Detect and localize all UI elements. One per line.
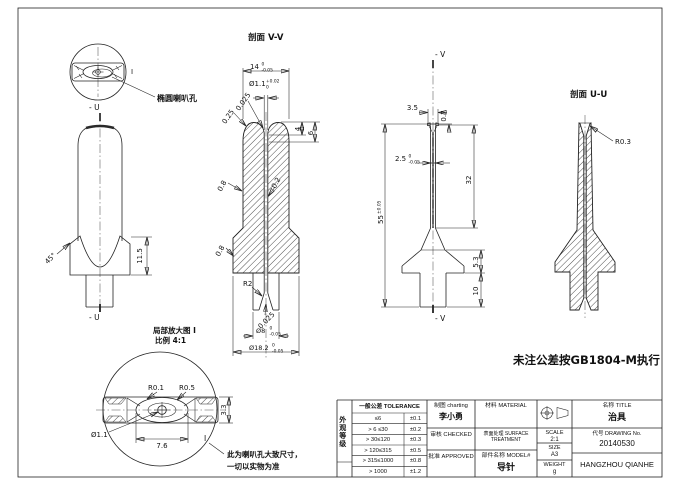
side-view: - V - V 3.5 0.7: [377, 50, 485, 323]
checked-label: 审核 CHECKED: [430, 432, 472, 438]
title-value: 治具: [607, 412, 626, 422]
size-label: SIZE: [548, 445, 561, 451]
dim-3-5: 3.5: [407, 104, 418, 112]
drawing-frame: [17, 7, 663, 478]
dim-2-5-tol-lo: -0.05: [409, 160, 421, 166]
dim-5-3: 5.3: [472, 256, 480, 267]
section-vv-title: 剖面 V-V: [248, 32, 284, 43]
company-name: HANGZHOU QIANHE: [580, 460, 654, 469]
dim-0-8-lower: 0.8: [214, 244, 226, 258]
oval-hole-callout: 椭圆喇叭孔: [157, 93, 197, 103]
general-tolerance-note: 未注公差按GB1804-M执行: [512, 353, 660, 367]
detail-view: 局部放大图 I 比例 4:1 R0.1 R0.5 3.3 Ø1.1 7.6: [91, 325, 302, 471]
tol-range-2: > 30≤120: [365, 437, 391, 443]
section-u-mark-top: - U: [89, 103, 100, 112]
dim-0-7: 0.7: [440, 110, 448, 121]
scale-label: SCALE: [545, 430, 564, 436]
dim-hole-tol-lo: 0: [266, 85, 269, 91]
detail-note-line1: 此为喇叭孔大致尺寸，: [227, 449, 302, 459]
model-value: 导针: [496, 462, 515, 472]
dim-0-8-upper: 0.8: [216, 179, 228, 193]
dim-d8: Ø8: [256, 327, 265, 335]
weight-value: g: [552, 469, 557, 475]
dim-hole-1-1-detail: Ø1.1: [91, 431, 108, 439]
section-u-u: 剖面 U-U R0.3: [554, 89, 631, 318]
detail-title: 局部放大图 I: [152, 325, 196, 335]
tol-range-0: ≤6: [374, 416, 382, 422]
dim-14: 14: [250, 63, 259, 71]
dim-d18-2-tol-hi: 0: [272, 343, 275, 349]
tol-range-3: > 120≤315: [364, 447, 392, 454]
tol-value-1: ±0.2: [409, 426, 422, 433]
dim-14-tol-lo: -0.05: [262, 68, 274, 74]
charting-label: 制图 charting: [434, 403, 468, 409]
front-view: - U - U 45° 11.5: [43, 103, 152, 322]
dim-0-025-top: 0.025: [234, 91, 252, 112]
surface-treatment-label: 表面处理 SURFACE TREATMENT: [483, 431, 529, 443]
dim-14-tol-hi: 0: [262, 62, 265, 68]
dim-6: 6: [307, 130, 315, 135]
dim-r0-5: R0.5: [179, 384, 195, 392]
dim-7-6: 7.6: [156, 442, 168, 450]
tol-range-1: > 6 ≤30: [368, 426, 388, 433]
tol-value-2: ±0.3: [409, 437, 422, 443]
tol-value-0: ±0.1: [409, 416, 422, 422]
title-label: 名称 TITLE: [602, 403, 632, 409]
dim-d8-tol-hi: 0: [270, 326, 273, 332]
dim-11-5: 11.5: [136, 248, 144, 264]
detail-region-label: I: [131, 68, 133, 76]
dim-r2: R2: [243, 280, 252, 288]
dim-r0-1: R0.1: [148, 384, 164, 392]
dim-2-5-tol-hi: 0: [409, 154, 412, 160]
top-view: I 椭圆喇叭孔: [69, 43, 197, 103]
tol-value-4: ±0.8: [409, 458, 422, 464]
material-label: 材料 MATERIAL: [485, 403, 527, 409]
surface-grade-label: 外观等级: [338, 415, 346, 448]
dim-r0-3: R0.3: [615, 138, 631, 146]
tol-value-3: ±0.5: [409, 447, 422, 454]
projection-symbol-icon: [540, 406, 569, 420]
section-v-v: 剖面 V-V 14 0 -0.05 Ø1.1 +0.02 0 0.25 0.02…: [214, 32, 320, 358]
scale-value: 2:1: [550, 436, 559, 443]
drawing-no-value: 20140530: [599, 439, 635, 448]
tol-range-4: > 315≤1000: [362, 458, 394, 464]
approved-label: 批准 APPROVED: [428, 454, 474, 460]
dim-3-3: 3.3: [220, 404, 228, 415]
dim-10: 10: [472, 287, 480, 296]
dim-hole-1-1: Ø1.1: [249, 80, 266, 88]
title-block-grid: [336, 399, 662, 477]
tol-value-5: ±1.2: [409, 468, 422, 475]
detail-scale: 比例 4:1: [155, 335, 186, 345]
model-label: 部件名称 MODEL#: [481, 453, 531, 459]
section-v-mark-top: - V: [435, 50, 446, 59]
dim-d18-2: Ø18.2: [249, 344, 269, 352]
dim-d18-2-tol-lo: -0.05: [272, 349, 284, 355]
dim-55: 55: [377, 215, 385, 224]
detail-note-line2: 一切以实物为准: [227, 461, 280, 471]
dim-32: 32: [465, 176, 473, 185]
dim-d8-tol-lo: -0.05: [270, 332, 282, 338]
charting-name: 李小勇: [439, 412, 463, 421]
section-u-mark-bottom: - U: [89, 313, 100, 322]
detail-i-label: I: [204, 434, 206, 443]
dim-55-tol: ±0.05: [377, 200, 383, 214]
dim-2-5: 2.5: [395, 155, 406, 163]
dim-hole-tol-hi: +0.02: [266, 79, 280, 85]
dim-4: 4: [294, 126, 302, 131]
size-value: A3: [550, 452, 559, 458]
dim-45deg: 45°: [43, 251, 57, 265]
section-uu-title: 剖面 U-U: [570, 89, 607, 100]
dim-0-25: 0.25: [221, 108, 236, 125]
tol-range-5: > 1000: [369, 468, 387, 475]
drawing-no-label: 代号 DRAWING No.: [592, 431, 642, 437]
weight-label: WEIGHT: [543, 462, 566, 468]
tolerance-table-header: 一般公差 TOLERANCE: [359, 404, 420, 410]
section-v-mark-bottom: - V: [435, 314, 446, 323]
